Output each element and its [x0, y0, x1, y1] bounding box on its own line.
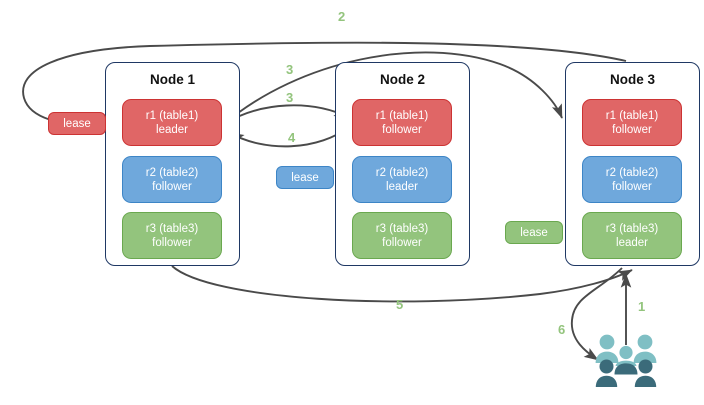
lease-chip-label: lease — [291, 171, 319, 184]
replica-line2: follower — [382, 236, 422, 249]
users-front-center — [614, 363, 638, 375]
lease-chip-label: lease — [63, 117, 91, 130]
replica-line2: leader — [616, 236, 648, 249]
replica-n1r2[interactable]: r2 (table2) follower — [122, 156, 222, 203]
replica-line1: r2 (table2) — [375, 166, 429, 179]
replica-n1r3[interactable]: r3 (table3) follower — [122, 212, 222, 259]
step-label-3b: 3 — [286, 90, 294, 105]
step-label-1: 1 — [638, 299, 646, 314]
replica-line1: r3 (table3) — [605, 222, 659, 235]
replica-line1: r1 (table1) — [605, 109, 659, 122]
replica-n3r1[interactable]: r1 (table1) follower — [582, 99, 682, 146]
replica-line2: leader — [156, 123, 188, 136]
step-label-3a: 3 — [286, 62, 294, 77]
replica-line2: follower — [152, 236, 192, 249]
replica-n2r3[interactable]: r3 (table3) follower — [352, 212, 452, 259]
replica-n2r1[interactable]: r1 (table1) follower — [352, 99, 452, 146]
arrow-step-3b — [223, 104, 349, 125]
lease-chip-green[interactable]: lease — [505, 221, 563, 244]
replica-n3r2[interactable]: r2 (table2) follower — [582, 156, 682, 203]
replica-line1: r2 (table2) — [145, 166, 199, 179]
replica-line1: r1 (table1) — [375, 109, 429, 122]
lease-chip-blue[interactable]: lease — [276, 166, 334, 189]
users-front-row — [595, 359, 657, 387]
replica-line1: r1 (table1) — [145, 109, 199, 122]
replica-n3r3[interactable]: r3 (table3) leader — [582, 212, 682, 259]
node-title: Node 2 — [379, 72, 425, 87]
replica-line1: r3 (table3) — [375, 222, 429, 235]
users-back-row — [595, 334, 657, 363]
replica-line2: follower — [152, 180, 192, 193]
node-title: Node 3 — [609, 72, 655, 87]
replica-line1: r2 (table2) — [605, 166, 659, 179]
step-label-5: 5 — [396, 297, 404, 312]
replica-line2: follower — [612, 180, 652, 193]
replica-line1: r3 (table3) — [145, 222, 199, 235]
users-group-icon — [595, 334, 657, 387]
step-label-4: 4 — [288, 130, 296, 145]
lease-chip-label: lease — [520, 226, 548, 239]
step-label-2: 2 — [338, 9, 346, 24]
replica-line2: follower — [612, 123, 652, 136]
users-center-person — [615, 345, 637, 366]
replica-line2: follower — [382, 123, 422, 136]
replica-n2r2[interactable]: r2 (table2) leader — [352, 156, 452, 203]
replica-n1r1[interactable]: r1 (table1) leader — [122, 99, 222, 146]
lease-chip-red[interactable]: lease — [48, 112, 106, 135]
replica-line2: leader — [386, 180, 418, 193]
node-title: Node 1 — [149, 72, 195, 87]
step-label-6: 6 — [558, 322, 566, 337]
